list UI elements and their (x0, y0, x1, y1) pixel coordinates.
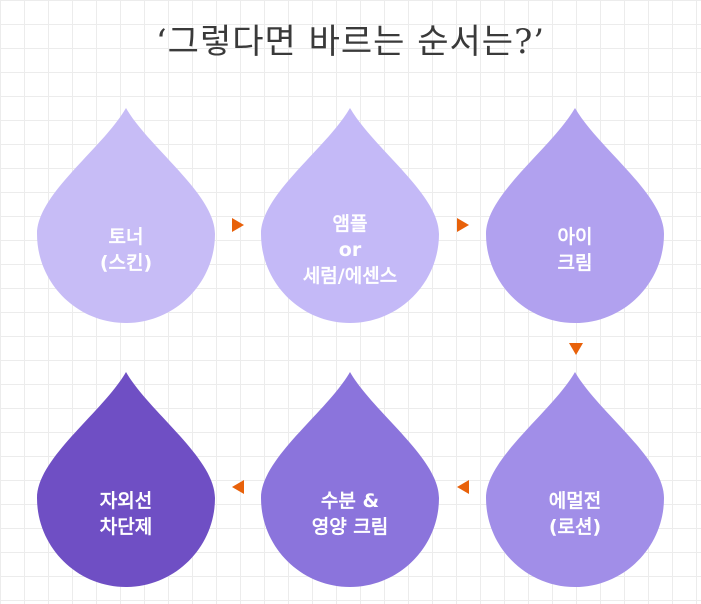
droplet-shape (261, 372, 439, 587)
droplet-shape (261, 108, 439, 323)
step-label-line: 영양 크림 (311, 516, 389, 538)
step-label-line: (스킨) (99, 252, 153, 274)
step-emulsion: 에멀전 (로션) (486, 372, 664, 587)
arrow-down-icon (569, 343, 583, 355)
step-label: 에멀전 (로션) (486, 454, 664, 574)
step-label-line: 세럼/에센스 (302, 265, 398, 287)
step-label: 자외선 차단제 (37, 454, 215, 574)
step-moisture-cream: 수분 & 영양 크림 (261, 372, 439, 587)
step-label-line: 토너 (108, 226, 144, 248)
step-sunscreen: 자외선 차단제 (37, 372, 215, 587)
step-label: 아이 크림 (486, 190, 664, 310)
step-label-line: 차단제 (99, 516, 153, 538)
step-label-line: 수분 & (320, 490, 380, 512)
step-toner: 토너 (스킨) (37, 108, 215, 323)
arrow-right-icon (457, 218, 469, 232)
step-label: 수분 & 영양 크림 (261, 454, 439, 574)
step-eye-cream: 아이 크림 (486, 108, 664, 323)
droplet-shape (486, 372, 664, 587)
step-label-line: 아이 (557, 226, 593, 248)
step-label-line: 앰플 (332, 213, 368, 235)
page-title: ‘그렇다면 바르는 순서는?’ (155, 22, 546, 62)
arrow-left-icon (232, 480, 244, 494)
droplet-shape (37, 108, 215, 323)
step-label-line: (로션) (548, 516, 602, 538)
droplet-shape (486, 108, 664, 323)
step-label: 앰플 or 세럼/에센스 (261, 190, 439, 310)
arrow-left-icon (457, 480, 469, 494)
arrow-right-icon (232, 218, 244, 232)
step-label-line: 자외선 (99, 490, 153, 512)
step-label-line: or (338, 239, 362, 261)
step-label-line: 에멀전 (548, 490, 602, 512)
step-label: 토너 (스킨) (37, 190, 215, 310)
step-ampoule: 앰플 or 세럼/에센스 (261, 108, 439, 323)
step-label-line: 크림 (557, 252, 593, 274)
droplet-shape (37, 372, 215, 587)
